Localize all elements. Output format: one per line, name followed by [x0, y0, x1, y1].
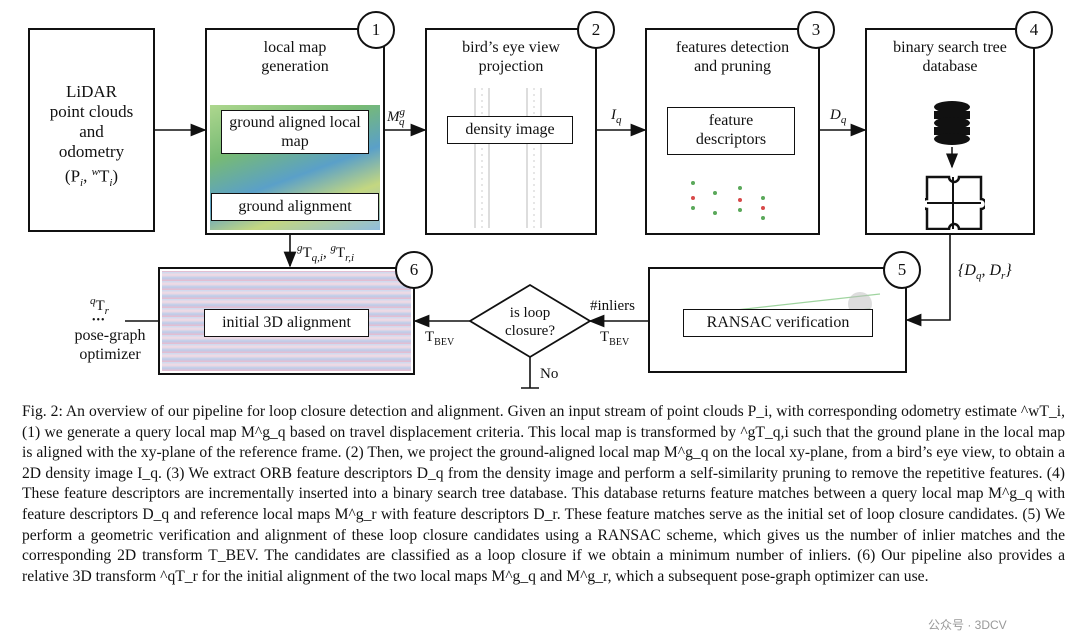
edge-dq-dr: {Dq, Dr}: [958, 262, 1012, 283]
connectors: [125, 123, 951, 389]
lidar-input-box: LiDAR point clouds and odometry (Pi, wTi…: [28, 28, 155, 232]
decision-line1: is loop: [509, 305, 551, 321]
lidar-line2: point clouds: [49, 102, 134, 121]
pose-graph-line1: pose-graph: [74, 327, 146, 344]
arrow-4-to-5: [905, 235, 951, 327]
no-label: No: [540, 366, 559, 382]
stage1-local-map-box: local map generation ground aligned loca…: [205, 28, 385, 235]
ransac-verification-label: RANSAC verification: [683, 309, 873, 337]
stage4-number-badge: 4: [1015, 11, 1053, 49]
pose-graph-optimizer-label: pose-graph optimizer: [60, 326, 160, 364]
stage3-title2: and pruning: [694, 58, 771, 75]
ground-aligned-local-map-label: ground aligned local map: [221, 110, 369, 154]
stage2-number-badge: 2: [577, 11, 615, 49]
stage3-title1: features detection: [675, 39, 790, 56]
edge-tbev-right: TBEV: [600, 329, 630, 348]
density-image-label: density image: [447, 116, 573, 144]
edge-tbev-left: TBEV: [425, 329, 455, 348]
lidar-line1: LiDAR: [66, 82, 117, 101]
stage6-alignment-box: initial 3D alignment: [158, 267, 415, 375]
edge-dq: Dq: [830, 107, 847, 126]
stage2-title1: bird’s eye view: [462, 39, 560, 56]
database-icon: [934, 101, 970, 169]
lidar-line3: and: [79, 122, 104, 141]
edge-iq: Iq: [611, 107, 622, 126]
stage4-database-box: binary search tree database: [865, 28, 1035, 235]
decision-diamond: [468, 283, 592, 359]
stage4-title2: database: [922, 58, 978, 75]
figure-caption: Fig. 2: An overview of our pipeline for …: [22, 403, 1065, 585]
stage3-number-badge: 3: [797, 11, 835, 49]
dots-glyph: •••: [92, 315, 106, 326]
feature-descriptors-label: feature descriptors: [667, 107, 795, 155]
stage5-number-badge: 5: [883, 251, 921, 289]
stage5-ransac-box: RANSAC verification: [648, 267, 907, 373]
puzzle-icon: [925, 175, 985, 230]
lidar-line5: (Pi, wTi): [64, 166, 119, 190]
pose-graph-line2: optimizer: [79, 346, 141, 363]
stage1-number-badge: 1: [357, 11, 395, 49]
edge-qtr: qTr: [90, 295, 109, 317]
initial-3d-alignment-label: initial 3D alignment: [204, 309, 369, 337]
watermark: 公众号 · 3DCV: [928, 618, 1007, 632]
stage2-title2: projection: [478, 58, 544, 75]
bev-density-lines: [474, 88, 542, 228]
stage1-title1: local map: [263, 39, 327, 56]
decision-line2: closure?: [505, 323, 555, 339]
ground-alignment-label: ground alignment: [211, 193, 379, 221]
pipeline-diagram: LiDAR point clouds and odometry (Pi, wTi…: [28, 11, 1053, 389]
stage2-bev-box: bird’s eye view projection density image: [425, 28, 597, 235]
lidar-line4: odometry: [58, 142, 125, 161]
edge-inliers: #inliers: [590, 298, 635, 314]
stage1-title2: generation: [261, 58, 329, 75]
stage4-title1: binary search tree: [893, 39, 1007, 56]
edge-transforms: gTq,i, gTr,i: [297, 242, 355, 264]
stage6-number-badge: 6: [395, 251, 433, 289]
edge-mqg: Mgq: [387, 106, 405, 128]
decision-label: is loop closure?: [490, 304, 570, 340]
stage3-features-box: features detection and pruning feature d…: [645, 28, 820, 235]
